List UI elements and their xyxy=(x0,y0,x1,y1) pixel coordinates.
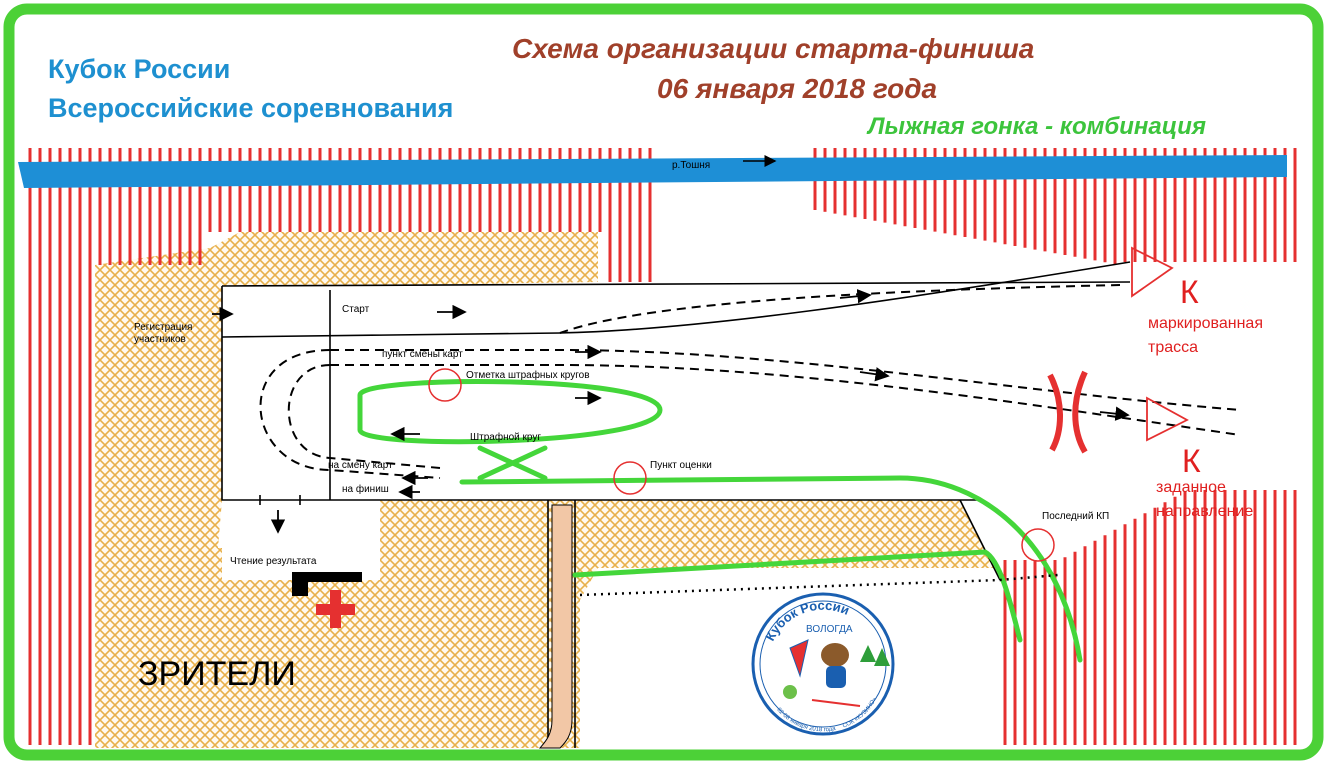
results-area xyxy=(222,500,380,580)
logo-emblem-icon xyxy=(783,685,797,699)
to-map-change-label: на смену карт xyxy=(328,460,393,471)
legend-direction-1: заданное xyxy=(1156,479,1226,496)
left-title-2: Всероссийские соревнования xyxy=(48,93,453,123)
legend-marked-1: маркированная xyxy=(1148,315,1263,332)
start-zone xyxy=(222,286,382,500)
direction-arrows xyxy=(212,289,1130,534)
event-logo: Кубок России ВОЛОГДА 02-08 января 2018 г… xyxy=(751,592,895,736)
results-reading-label: Чтение результата xyxy=(230,556,317,567)
to-finish-label: на финиш xyxy=(342,483,389,495)
logo-mascot-icon xyxy=(821,643,849,667)
gate-arcs xyxy=(1047,370,1088,454)
penalty-mark-label: Отметка штрафных кругов xyxy=(466,369,590,381)
green-frame xyxy=(3,3,1324,761)
left-title-1: Кубок России xyxy=(48,54,230,84)
logo-city: ВОЛОГДА xyxy=(806,624,853,635)
registration-label-2: участников xyxy=(134,334,186,345)
results-stand xyxy=(292,572,362,596)
control-marks xyxy=(428,368,1055,562)
dotted-boundary xyxy=(579,573,1059,597)
dashed-tracks xyxy=(259,284,1241,479)
main-title-2: 06 января 2018 года xyxy=(657,73,937,104)
legend-triangles xyxy=(1131,246,1189,442)
penalty-loop-label: Штрафной круг xyxy=(470,431,541,443)
legend-k-direction: К xyxy=(1182,443,1201,479)
discipline-title: Лыжная гонка - комбинация xyxy=(866,113,1206,140)
evaluation-point-label: Пункт оценки xyxy=(650,460,712,471)
corridors xyxy=(221,261,1131,748)
spectator-area-left xyxy=(95,232,995,748)
map-change-label: пункт смены карт xyxy=(382,349,463,360)
river-label: р.Тошня xyxy=(672,160,710,171)
logo-trees-icon xyxy=(860,645,890,666)
registration-label-1: Регистрация xyxy=(134,322,192,333)
last-cp-label: Последний КП xyxy=(1042,511,1109,522)
first-aid-icon xyxy=(316,590,355,628)
legend-k-marked: К xyxy=(1180,274,1199,310)
legend-marked-2: трасса xyxy=(1148,339,1198,356)
river xyxy=(18,155,1287,188)
spectators-label: ЗРИТЕЛИ xyxy=(138,655,296,693)
road-lane xyxy=(538,504,573,749)
green-tracks xyxy=(357,378,1083,663)
start-label: Старт xyxy=(342,304,370,315)
logo-flag-icon xyxy=(789,639,809,678)
main-title-1: Схема организации старта-финиша xyxy=(512,33,1034,64)
legend-direction-2: направление xyxy=(1156,503,1253,520)
